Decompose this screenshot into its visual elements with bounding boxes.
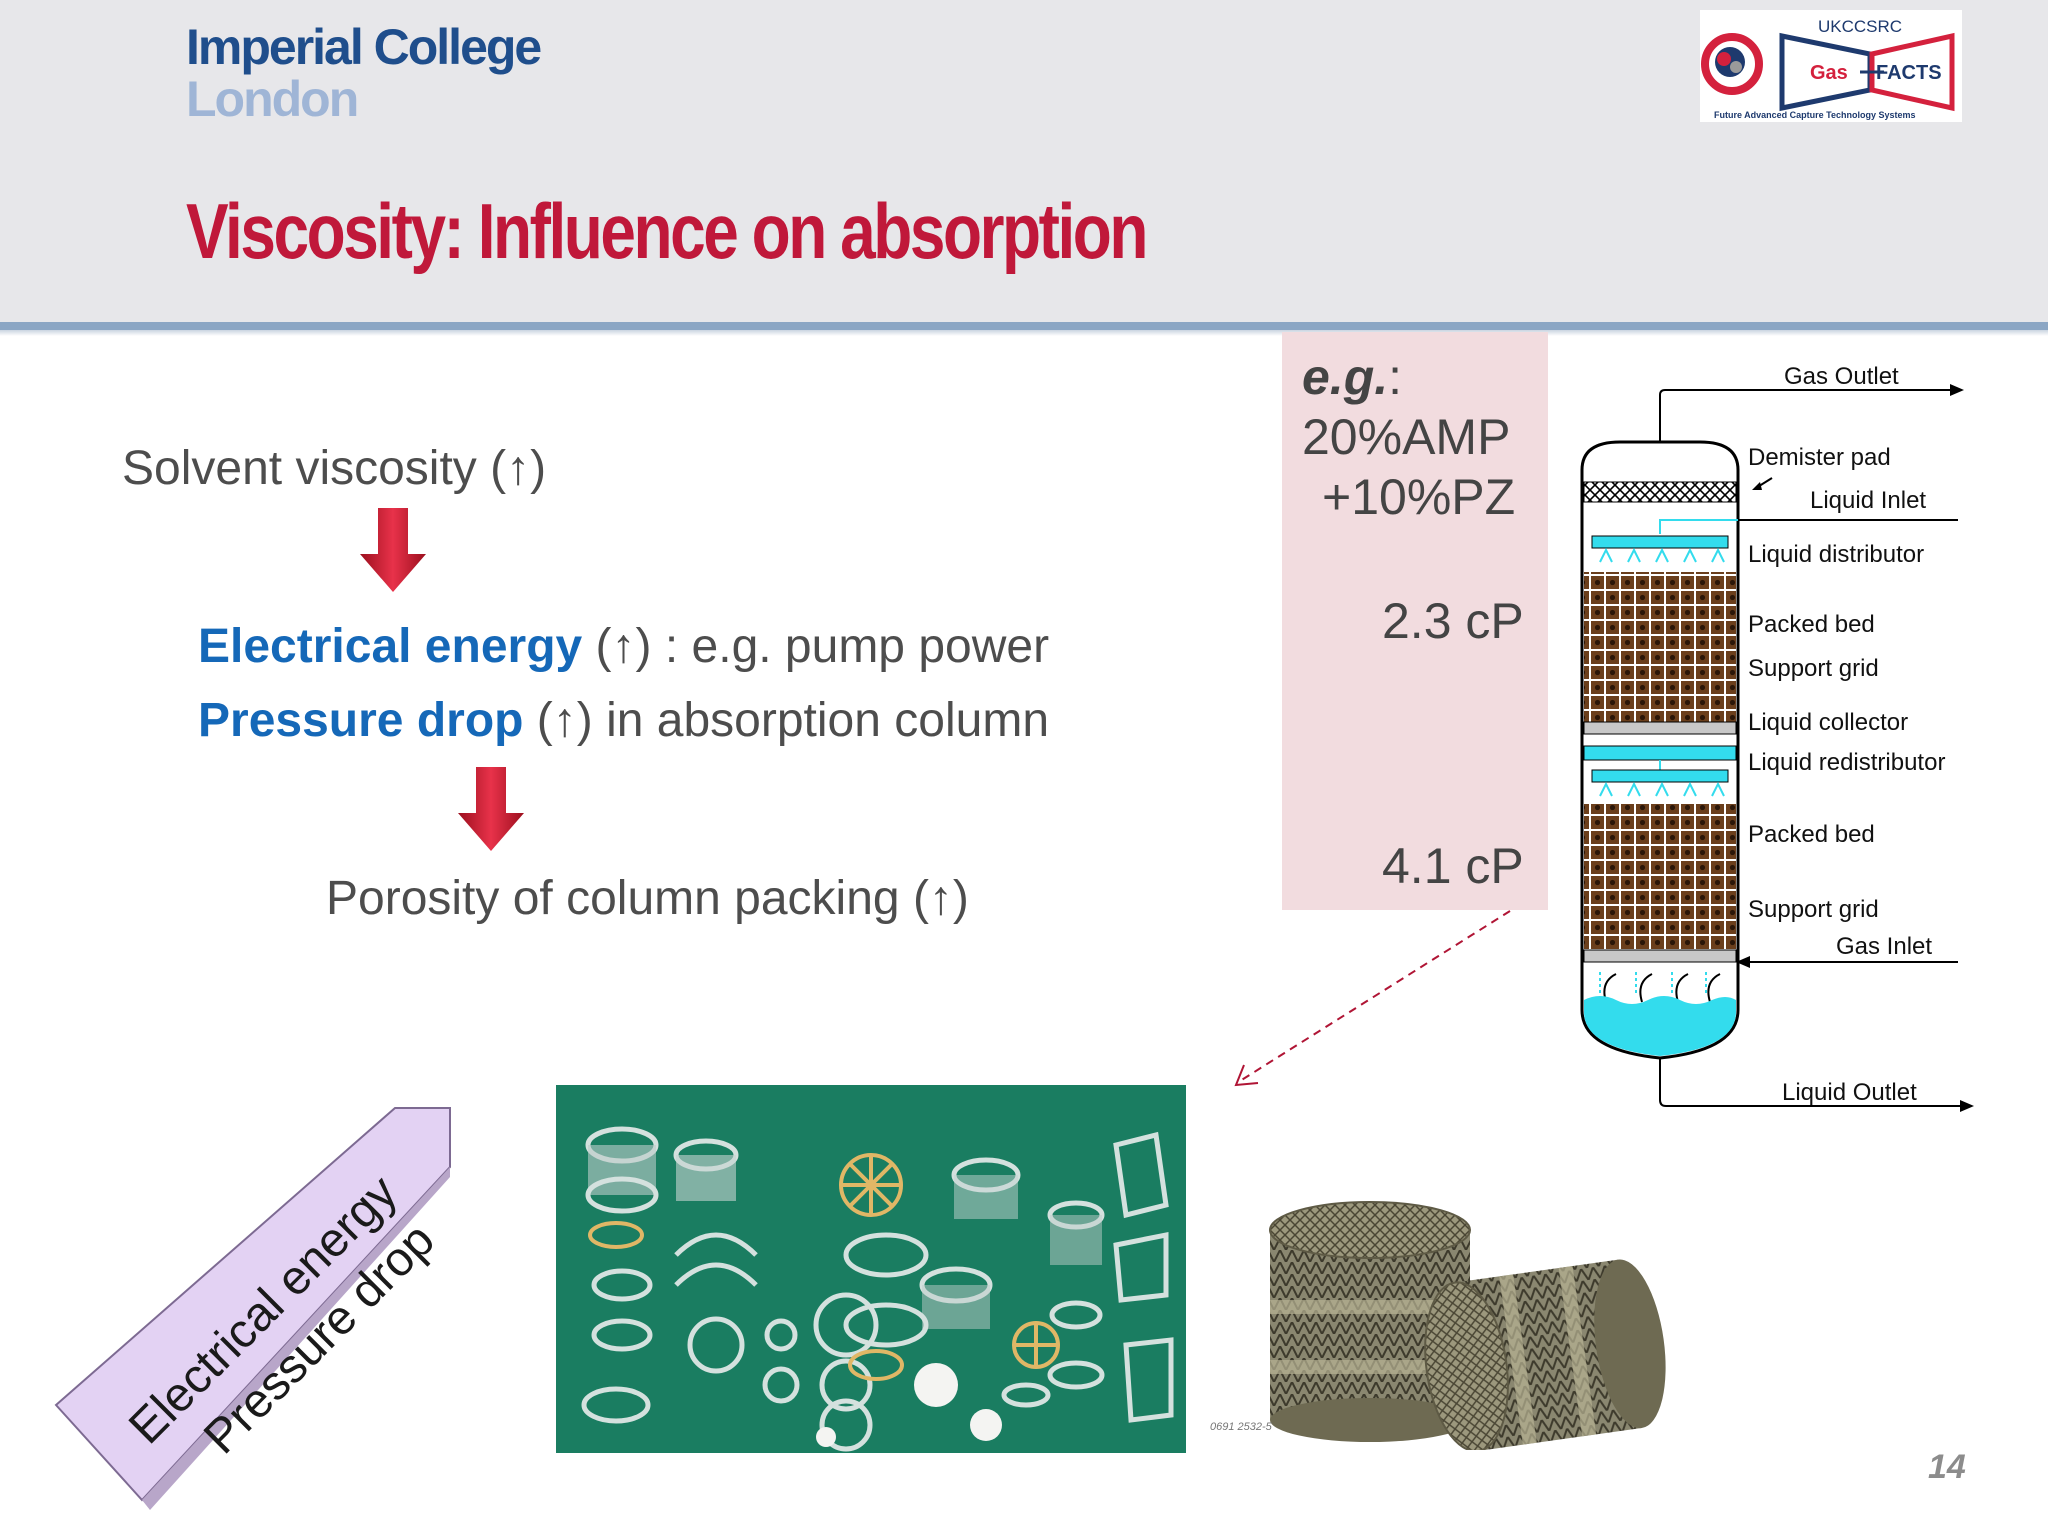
gas-outlet-label: Gas Outlet: [1784, 363, 1899, 390]
support-grid-2-label: Support grid: [1748, 896, 1879, 923]
gasfacts-logo-icon: UKCCSRC Gas FACTS Future Advanced Captur…: [1701, 17, 1955, 120]
slide-title: Viscosity: Influence on absorption: [186, 187, 1148, 275]
absorption-column-diagram: Gas Outlet Demister pad Liquid Inlet Liq…: [1580, 363, 1974, 1112]
down-arrow-icon: [360, 508, 426, 592]
liquid-distributor-label: Liquid distributor: [1748, 541, 1924, 568]
header-shadow: [0, 330, 2048, 336]
solvent-viscosity-text: Solvent viscosity (↑): [122, 442, 547, 495]
liquid-inlet-label: Liquid Inlet: [1810, 487, 1926, 514]
solvent-line1: 20%AMP: [1302, 409, 1511, 465]
random-packing-photo: [556, 1085, 1186, 1453]
liquid-outlet-label: Liquid Outlet: [1782, 1079, 1917, 1106]
porosity-text: Porosity of column packing (↑): [326, 872, 969, 925]
header-divider: [0, 322, 2048, 330]
electrical-energy-label: Electrical energy: [198, 620, 583, 673]
image-code: 0691 2532-5: [1210, 1421, 1272, 1433]
demister-pad-label: Demister pad: [1748, 444, 1891, 471]
pressure-drop-rest: (↑) in absorption column: [523, 694, 1050, 747]
structured-packing-photo: [1269, 1201, 1666, 1450]
logo-gas-text: Gas: [1810, 62, 1848, 84]
down-arrow-icon: [458, 767, 524, 851]
pressure-drop-label: Pressure drop: [198, 694, 524, 747]
imperial-logo-line2: London: [186, 71, 359, 127]
example-box: [1282, 332, 1548, 910]
viscosity-value-top: 2.3 cP: [1382, 593, 1524, 649]
pressure-drop-line: Pressure drop (↑) in absorption column: [198, 697, 1049, 745]
eg-colon: :: [1388, 349, 1403, 405]
packed-bed-2-label: Packed bed: [1748, 821, 1875, 848]
random-packing-illustration-icon: [556, 1085, 1186, 1453]
logo-top-text: UKCCSRC: [1818, 17, 1902, 36]
page-number: 14: [1928, 1448, 1966, 1486]
solvent-line2: +10%PZ: [1322, 469, 1516, 525]
liquid-redistributor-label: Liquid redistributor: [1748, 749, 1945, 776]
viscosity-value-bottom: 4.1 cP: [1382, 838, 1524, 894]
logo-footer-text: Future Advanced Capture Technology Syste…: [1714, 110, 1916, 120]
eg-label: e.g.:: [1302, 352, 1402, 402]
dashed-pointer-arrow-icon: [1234, 910, 1511, 1087]
liquid-collector-label: Liquid collector: [1748, 709, 1908, 736]
logo-facts-text: FACTS: [1876, 62, 1942, 84]
electrical-energy-rest: (↑) : e.g. pump power: [582, 620, 1050, 673]
ukccsrc-gasfacts-logo: UKCCSRC Gas FACTS Future Advanced Captur…: [1700, 10, 1962, 122]
support-grid-1-label: Support grid: [1748, 655, 1879, 682]
packed-bed-1-label: Packed bed: [1748, 611, 1875, 638]
electrical-energy-pressure-drop-arrow: Electrical energy Pressure drop: [54, 1107, 451, 1510]
electrical-energy-line: Electrical energy (↑) : e.g. pump power: [198, 623, 1049, 671]
gas-inlet-label: Gas Inlet: [1836, 933, 1932, 960]
imperial-logo-line1: Imperial College: [186, 19, 542, 75]
eg-text: e.g.: [1302, 349, 1389, 405]
